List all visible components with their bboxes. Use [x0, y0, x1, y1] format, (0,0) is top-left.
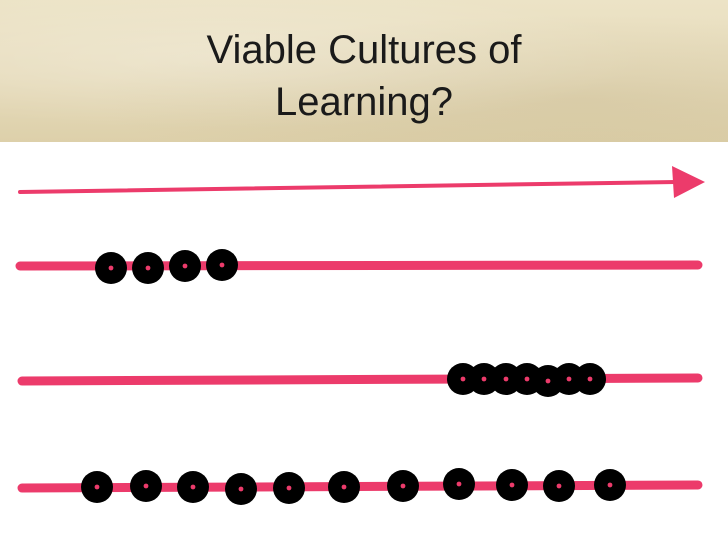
- bead: [130, 470, 162, 502]
- slide-title: Viable Cultures of Learning?: [0, 24, 728, 128]
- arrow-head: [672, 166, 705, 198]
- bead: [594, 469, 626, 501]
- row-evenly-spread: [17, 468, 703, 505]
- bead-center-dot: [460, 376, 466, 382]
- bead: [81, 471, 113, 503]
- bead: [206, 249, 238, 281]
- bead-center-dot: [566, 376, 572, 382]
- bead-center-dot: [341, 484, 347, 490]
- bead: [574, 363, 606, 395]
- bead: [132, 252, 164, 284]
- bead-center-dot: [607, 482, 613, 488]
- bead: [95, 252, 127, 284]
- bead-center-dot: [587, 376, 593, 382]
- progression-arrow: [18, 166, 705, 198]
- bead-center-dot: [286, 485, 292, 491]
- bead-center-dot: [545, 378, 551, 384]
- bead-center-dot: [509, 482, 515, 488]
- bead-center-dot: [556, 483, 562, 489]
- bead: [177, 471, 209, 503]
- bead-center-dot: [219, 262, 225, 268]
- title-line-1: Viable Cultures of: [206, 28, 522, 72]
- bead: [468, 363, 500, 395]
- arrow-shaft: [18, 180, 678, 194]
- bead-center-dot: [190, 484, 196, 490]
- bead-center-dot: [400, 483, 406, 489]
- bead-center-dot: [524, 376, 530, 382]
- bead-center-dot: [143, 483, 149, 489]
- bead: [273, 472, 305, 504]
- bead-center-dot: [145, 265, 151, 271]
- bead-center-dot: [238, 486, 244, 492]
- bead: [225, 473, 257, 505]
- bead: [496, 469, 528, 501]
- bead-center-dot: [456, 481, 462, 487]
- bead-center-dot: [94, 484, 100, 490]
- header-band: [0, 0, 728, 142]
- bead: [543, 470, 575, 502]
- bead: [443, 468, 475, 500]
- bead: [169, 250, 201, 282]
- bead-center-dot: [182, 263, 188, 269]
- bead-center-dot: [481, 376, 487, 382]
- row-clustered-left: [15, 249, 703, 284]
- bead-rows: [15, 249, 703, 505]
- bead-center-dot: [503, 376, 509, 382]
- bead-center-dot: [108, 265, 114, 271]
- row-clustered-right: [17, 363, 703, 397]
- bead: [387, 470, 419, 502]
- bead: [328, 471, 360, 503]
- title-line-2: Learning?: [275, 80, 453, 124]
